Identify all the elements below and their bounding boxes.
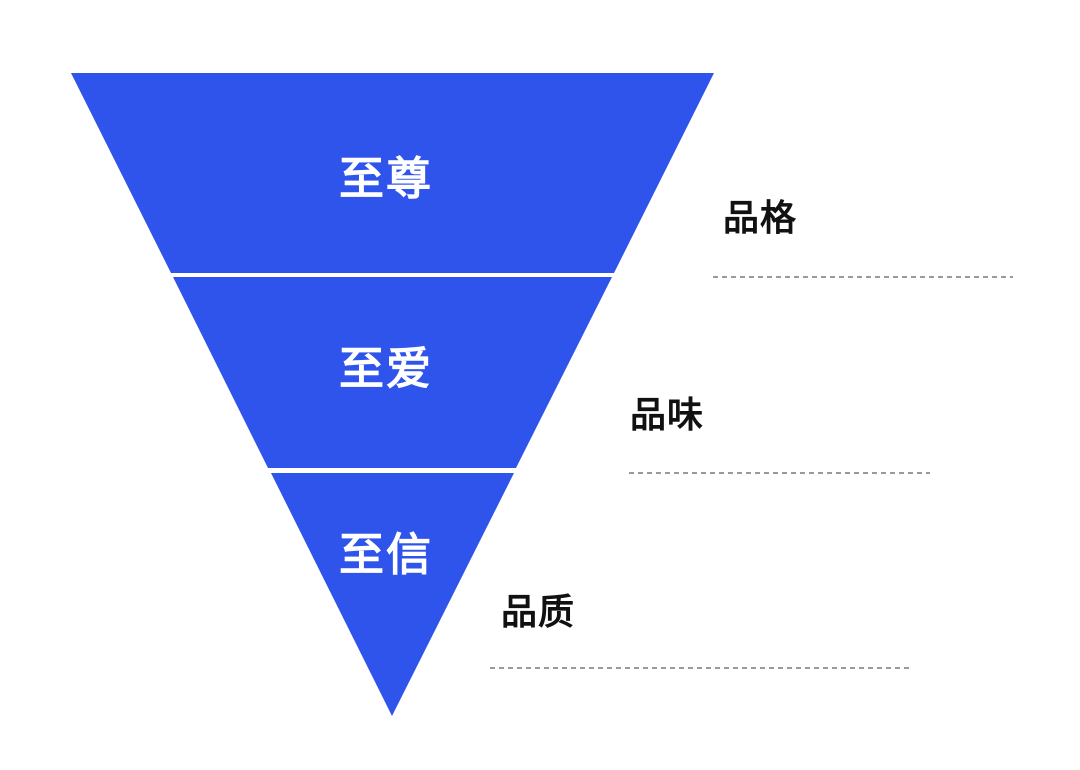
annotation-middle-underline bbox=[629, 472, 930, 474]
annotation-top-underline bbox=[713, 276, 1013, 278]
annotation-top-label: 品格 bbox=[723, 197, 798, 238]
annotation-middle-label: 品味 bbox=[630, 394, 705, 435]
funnel-tier-middle-label: 至爱 bbox=[338, 343, 433, 394]
annotation-bottom-label: 品质 bbox=[501, 591, 576, 632]
funnel-tier-top-shape bbox=[71, 73, 714, 273]
funnel-tier-middle-shape bbox=[173, 277, 612, 468]
annotation-bottom-underline bbox=[490, 667, 912, 669]
funnel-tier-bottom-label: 至信 bbox=[338, 529, 433, 580]
funnel-tier-top-label: 至尊 bbox=[338, 153, 433, 204]
funnel-tier-bottom-shape bbox=[271, 473, 514, 716]
